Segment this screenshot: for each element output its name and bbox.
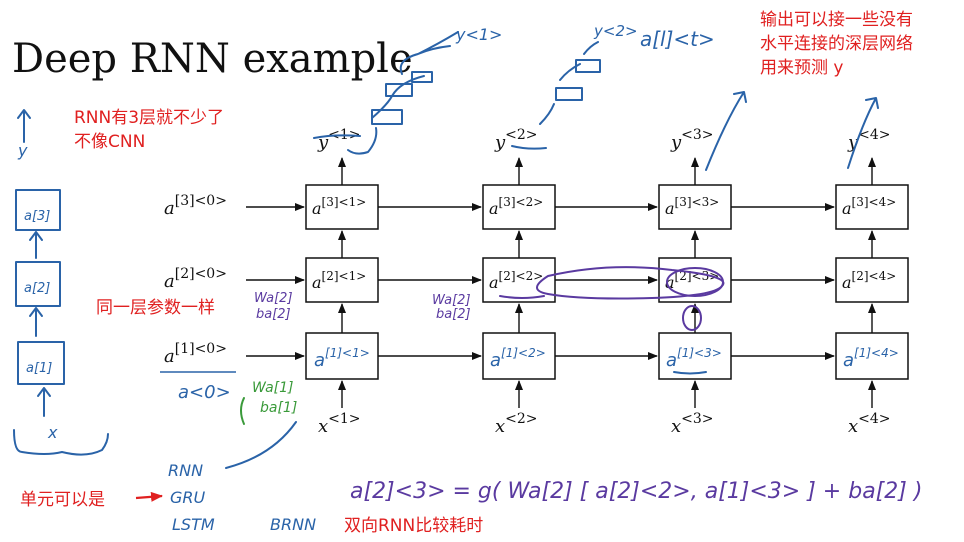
note-line-2: 水平连接的深层网络: [760, 34, 913, 54]
stack-arrow-2: [29, 231, 43, 259]
left-stack-a3: a[3]: [24, 209, 50, 224]
cell-l1-t2: [482, 332, 556, 380]
recurrence-highlight-loop: [536, 266, 725, 300]
wa1-handwritten: Wa[1]: [252, 380, 294, 396]
left-stack-a2: a[2]: [24, 281, 50, 296]
cell-l1-t3-label: a[1]<3>: [666, 346, 722, 371]
wa1-bracket: [240, 397, 245, 425]
cell-l3-t2-label: a[3]<2>: [489, 195, 543, 218]
cell-l3-t1-label: a[3]<1>: [312, 195, 366, 218]
cell-l2-t1-label: a[2]<1>: [312, 269, 366, 292]
input-x4: x<4>: [848, 411, 891, 437]
unit-arrow-icon: [135, 491, 163, 502]
stack-brace: [13, 429, 109, 456]
input-x3: x<3>: [671, 411, 714, 437]
note-same-params: 同一层参数一样: [96, 298, 215, 318]
cell-l1-t3-underline: [673, 371, 707, 375]
output-y3: y<3>: [670, 127, 714, 153]
note-brnn: 双向RNN比较耗时: [344, 516, 484, 536]
note-unit-can-be: 单元可以是: [20, 490, 105, 510]
arrow-y3-up: [705, 91, 747, 171]
a0-handwritten: a<0>: [178, 382, 231, 403]
input-x2: x<2>: [495, 411, 538, 437]
cell-l1-t4: [835, 332, 909, 380]
cell-l1-t1-label: a[1]<1>: [314, 346, 370, 371]
unit-type-gru: GRU: [170, 488, 206, 507]
left-layer-stack: y a[3] a[2] a[1] x: [13, 109, 109, 456]
brnn-handwritten: BRNN: [270, 515, 316, 534]
arrow-y4-up: [847, 97, 879, 169]
unit-type-rnn: RNN: [168, 461, 203, 480]
unit-type-lstm: LSTM: [172, 515, 215, 534]
init-a3: a[3]<0>: [164, 193, 227, 219]
y2-handwritten: y<2>: [593, 22, 638, 40]
stack-arrow-1: [29, 307, 43, 337]
ba1-handwritten: ba[1]: [260, 400, 297, 416]
note-line-3: 用来预测 y: [760, 58, 844, 78]
cell-l3-t4: [835, 184, 909, 230]
formula-handwritten: a[2]<3> = g( Wa[2] [ a[2]<2>, a[1]<3> ] …: [350, 479, 922, 504]
output-y2: y<2>: [494, 127, 538, 153]
y1-handwritten: y<1>: [455, 25, 502, 44]
cell-l2-t2-label: a[2]<2>: [489, 269, 543, 292]
stack-box-a2: [15, 261, 61, 307]
left-stack-a1: a[1]: [26, 361, 52, 376]
cell-l2-t1: [305, 257, 379, 303]
init-a1: a[1]<0>: [164, 341, 227, 367]
cell-l1-t2-label: a[1]<2>: [490, 346, 546, 371]
ba2-handwritten-t2: ba[2]: [436, 307, 471, 322]
wa2-handwritten-t1: Wa[2]: [254, 291, 293, 306]
output-y1: y<1>: [317, 127, 361, 153]
note-three-layers: RNN有3层就不少了 不像CNN: [74, 106, 224, 154]
y2-deep-net-scribble: [511, 41, 601, 150]
cell-l2-t4-label: a[2]<4>: [842, 269, 896, 292]
stack-arrow-top: [17, 109, 31, 143]
note-layers-line-1: RNN有3层就不少了: [74, 108, 225, 128]
cell-l1-t4-label: a[1]<4>: [843, 346, 899, 371]
stack-box-a3: [15, 189, 61, 231]
vertical-link-circle: [682, 305, 702, 331]
a-l-t-handwritten: a[l]<t>: [640, 27, 715, 51]
left-stack-x: x: [47, 423, 58, 442]
ba2-handwritten-t1: ba[2]: [256, 307, 291, 322]
cell-grid: [246, 157, 909, 408]
init-a2: a[2]<0>: [164, 266, 227, 292]
note-layers-line-2: 不像CNN: [74, 132, 146, 152]
note-line-1: 输出可以接一些没有: [760, 10, 913, 30]
page-title: Deep RNN example: [12, 36, 413, 82]
cell-l2-t2-underline: [499, 295, 545, 299]
y1-deep-net-boxes: [371, 71, 433, 125]
stack-arrow-bottom: [37, 387, 51, 417]
left-stack-y: y: [17, 141, 28, 160]
input-x1: x<1>: [318, 411, 361, 437]
wa2-handwritten-t2: Wa[2]: [432, 293, 471, 308]
note-output-deep-network: 输出可以接一些没有 水平连接的深层网络 用来预测 y: [760, 8, 913, 80]
output-y4: y<4>: [847, 127, 891, 153]
cell-l3-t3-label: a[3]<3>: [665, 195, 719, 218]
unit-type-connector: [225, 421, 297, 469]
cell-l2-t3-circle: [666, 267, 724, 297]
cell-l2-t2: [482, 257, 556, 303]
cell-l3-t4-label: a[3]<4>: [842, 195, 896, 218]
stack-box-a1: [17, 341, 65, 385]
cell-l1-t1: [305, 332, 379, 380]
